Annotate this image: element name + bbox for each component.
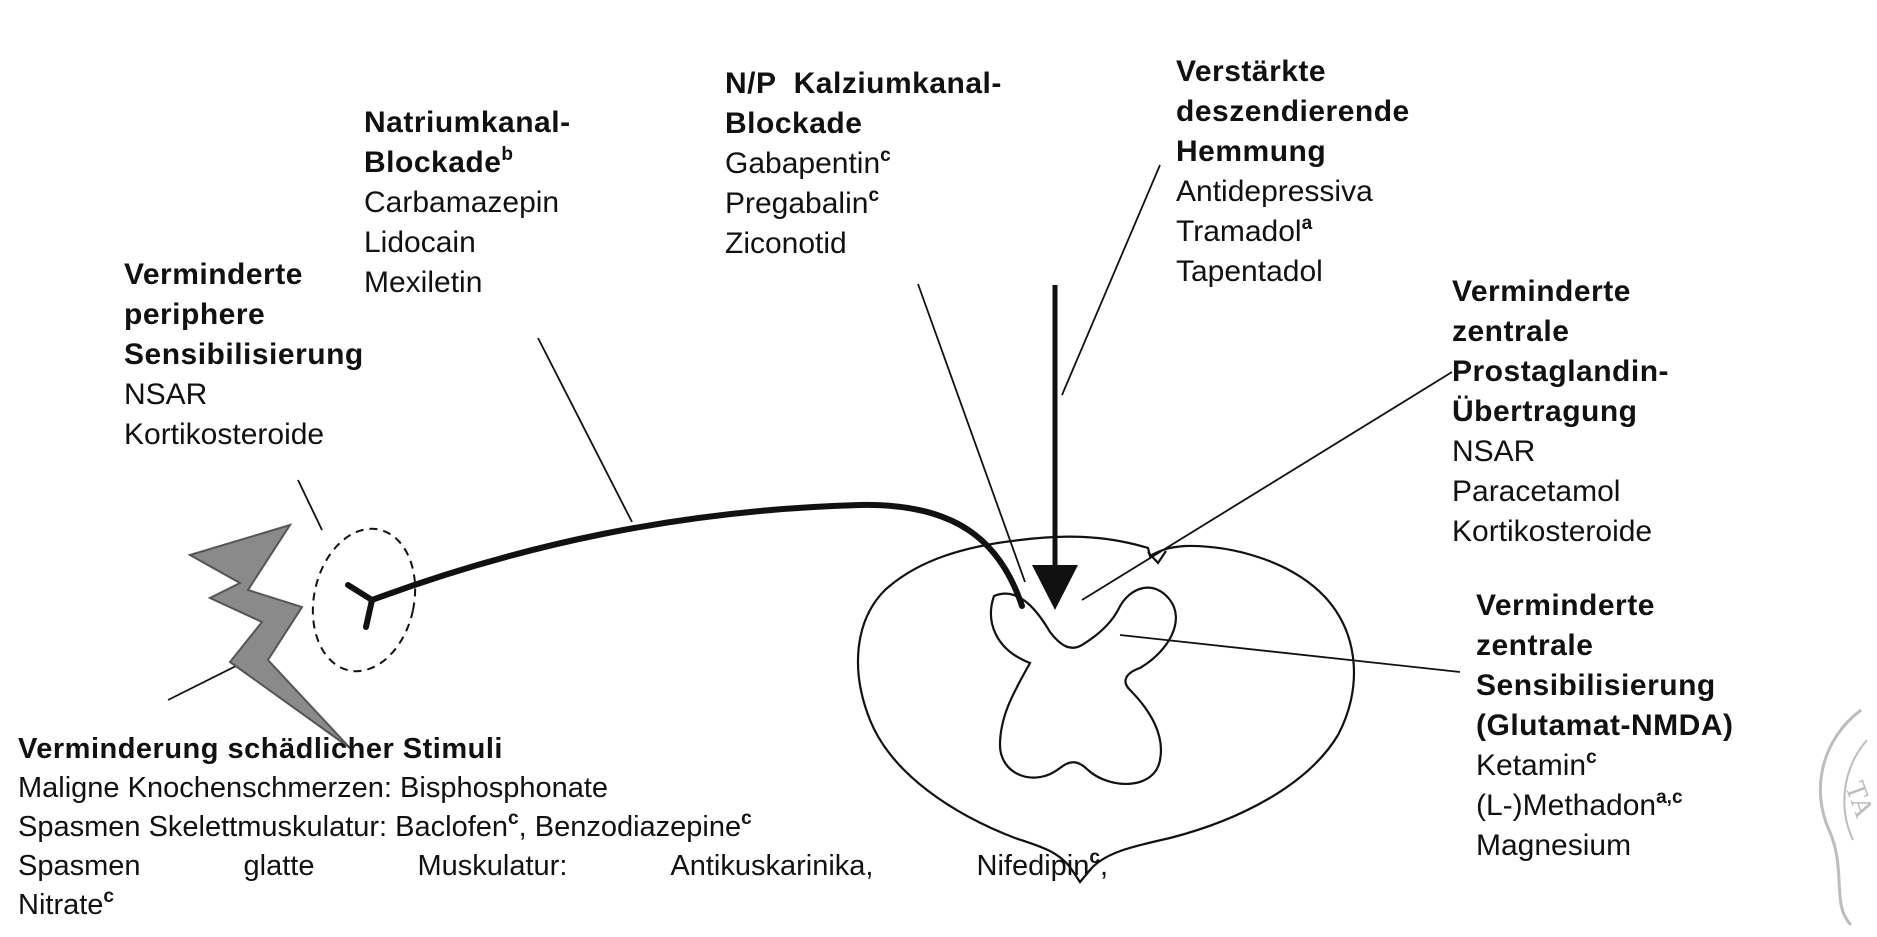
lightning-stimulus-icon	[190, 525, 350, 748]
descending-heading-line3: Hemmung	[1176, 132, 1410, 172]
nmda-drug-methadon: (L-)Methadona,c	[1476, 786, 1733, 826]
prostaglandin-transmission-block: Verminderte zentrale Prostaglandin- Über…	[1452, 272, 1669, 552]
nmda-heading-line4: (Glutamat-NMDA)	[1476, 706, 1733, 746]
calcium-heading-line1: N/P Kalziumkanal-	[725, 64, 1002, 104]
footnote-marker: c	[1089, 847, 1100, 868]
calcium-drug-pregabalin: Pregabalinc	[725, 184, 1002, 224]
footnote-marker: c	[880, 145, 891, 166]
footnote-marker: a,c	[1656, 787, 1682, 808]
peripheral-heading-line3: Sensibilisierung	[124, 335, 364, 375]
leader-line-nmda	[1120, 635, 1460, 672]
calcium-channel-blockade-block: N/P Kalziumkanal- Blockade Gabapentinc P…	[725, 64, 1002, 264]
svg-text:TA: TA	[1838, 778, 1871, 822]
noxious-stimuli-reduction-block: Verminderung schädlicher Stimuli Maligne…	[18, 730, 1108, 925]
nmda-drug-magnesium: Magnesium	[1476, 826, 1733, 866]
nociceptor-axon	[372, 505, 1022, 606]
footnote-marker: b	[501, 144, 513, 165]
nmda-heading-line3: Sensibilisierung	[1476, 666, 1733, 706]
footnote-marker: a	[1302, 213, 1313, 234]
watermark-stamp-icon: TA	[1801, 700, 1871, 930]
calcium-drug-ziconotid: Ziconotid	[725, 224, 1002, 264]
leader-line-prostaglandin	[1082, 372, 1452, 600]
descending-heading-line1: Verstärkte	[1176, 52, 1410, 92]
nmda-drug-ketamin: Ketaminc	[1476, 746, 1733, 786]
peripheral-heading-line1: Verminderte	[124, 255, 364, 295]
sodium-drug-mexiletin: Mexiletin	[364, 263, 571, 303]
prostaglandin-heading-line1: Verminderte	[1452, 272, 1669, 312]
descending-inhibition-block: Verstärkte deszendierende Hemmung Antide…	[1176, 52, 1410, 292]
footnote-marker: c	[741, 808, 752, 829]
calcium-heading-line2: Blockade	[725, 104, 1002, 144]
prostaglandin-heading-line2: zentrale	[1452, 312, 1669, 352]
footnote-marker: c	[508, 808, 519, 829]
descending-drug-antidepressiva: Antidepressiva	[1176, 172, 1410, 212]
peripheral-drug-kortikosteroide: Kortikosteroide	[124, 415, 364, 455]
leader-line-sodium	[538, 338, 632, 522]
nmda-heading-line1: Verminderte	[1476, 586, 1733, 626]
descending-drug-tapentadol: Tapentadol	[1176, 252, 1410, 292]
sodium-channel-blockade-block: Natriumkanal- Blockadeb Carbamazepin Lid…	[364, 103, 571, 303]
prostaglandin-drug-paracetamol: Paracetamol	[1452, 472, 1669, 512]
peripheral-sensitization-block: Verminderte periphere Sensibilisierung N…	[124, 255, 364, 455]
descending-inhibition-arrow-icon	[1032, 565, 1078, 610]
stimuli-line-bone-pain: Maligne Knochenschmerzen: Bisphosphonate	[18, 769, 1108, 808]
nerve-ending-icon	[348, 585, 372, 627]
prostaglandin-heading-line3: Prostaglandin-	[1452, 352, 1669, 392]
prostaglandin-drug-nsar: NSAR	[1452, 432, 1669, 472]
footnote-marker: c	[868, 185, 879, 206]
sodium-drug-carbamazepin: Carbamazepin	[364, 183, 571, 223]
descending-heading-line2: deszendierende	[1176, 92, 1410, 132]
leader-line-peripheral	[298, 480, 322, 530]
footnote-marker: c	[1586, 747, 1597, 768]
leader-line-descending	[1062, 165, 1160, 395]
descending-drug-tramadol: Tramadola	[1176, 212, 1410, 252]
stimuli-line-smooth-spasm: Spasmen glatte Muskulatur: Antikuskarini…	[18, 847, 1108, 886]
sodium-heading-line1: Natriumkanal-	[364, 103, 571, 143]
stimuli-line-skeletal-spasm: Spasmen Skelettmuskulatur: Baclofenc, Be…	[18, 808, 1108, 847]
sodium-drug-lidocain: Lidocain	[364, 223, 571, 263]
peripheral-heading-line2: periphere	[124, 295, 364, 335]
stimuli-line-nitrate: Nitratec	[18, 886, 1108, 925]
footnote-marker: c	[103, 886, 114, 907]
peripheral-nociceptor-region	[300, 519, 428, 681]
calcium-drug-gabapentin: Gabapentinc	[725, 144, 1002, 184]
prostaglandin-drug-kortikosteroide: Kortikosteroide	[1452, 512, 1669, 552]
sodium-heading-line2: Blockadeb	[364, 143, 571, 183]
peripheral-drug-nsar: NSAR	[124, 375, 364, 415]
stimuli-heading: Verminderung schädlicher Stimuli	[18, 730, 1108, 769]
central-sensitization-nmda-block: Verminderte zentrale Sensibilisierung (G…	[1476, 586, 1733, 866]
nmda-heading-line2: zentrale	[1476, 626, 1733, 666]
leader-line-calcium	[918, 284, 1025, 582]
prostaglandin-heading-line4: Übertragung	[1452, 392, 1669, 432]
